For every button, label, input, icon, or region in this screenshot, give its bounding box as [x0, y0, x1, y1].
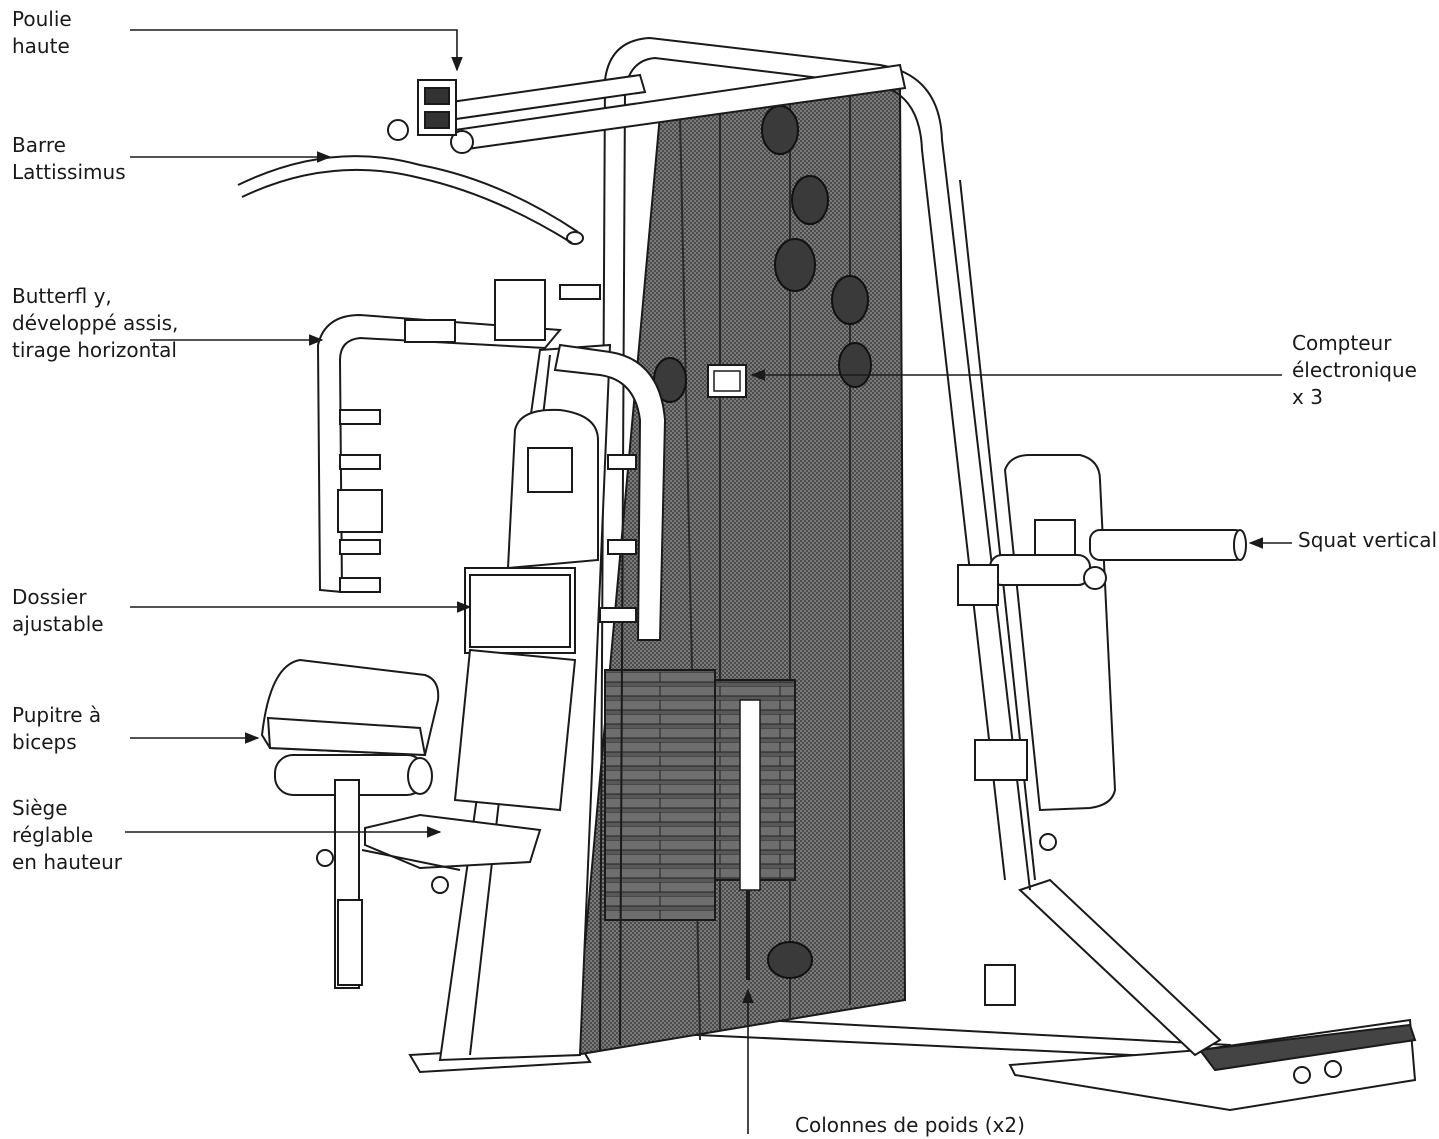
biceps-pad [260, 658, 440, 796]
electronic-counter [707, 364, 747, 398]
label-line: tirage horizontal [12, 338, 177, 362]
label-barre-lattissimus: Barre Lattissimus [12, 132, 126, 186]
lat-bar [237, 155, 584, 245]
high-pulley [387, 79, 457, 141]
top-crossbar [428, 63, 907, 154]
label-line: x 3 [1292, 385, 1323, 409]
label-colonnes-de-poids: Colonnes de poids (x2) [795, 1112, 1025, 1139]
label-poulie-haute: Poulie haute [12, 6, 72, 60]
label-pupitre-biceps: Pupitre à biceps [12, 702, 101, 756]
label-butterfly: Butterfl y, développé assis, tirage hori… [12, 283, 178, 364]
label-line: haute [12, 34, 70, 58]
label-line: Colonnes de poids (x2) [795, 1113, 1025, 1137]
weight-stack-columns [604, 669, 796, 980]
label-line: Lattissimus [12, 160, 126, 184]
label-line: Barre [12, 133, 66, 157]
label-line: ajustable [12, 612, 104, 636]
label-siege-reglable: Siège réglable en hauteur [12, 795, 122, 876]
label-squat-vertical: Squat vertical [1298, 527, 1437, 554]
label-line: Poulie [12, 7, 72, 31]
pulleys [653, 105, 872, 979]
label-line: Siège [12, 796, 68, 820]
label-line: développé assis, [12, 311, 179, 335]
label-line: Butterfl y, [12, 284, 112, 308]
butterfly-arms [316, 279, 667, 641]
label-line: électronique [1292, 358, 1417, 382]
label-line: en hauteur [12, 850, 122, 874]
seat [316, 779, 542, 989]
label-compteur-electronique: Compteur électronique x 3 [1292, 330, 1417, 411]
label-line: Dossier [12, 585, 87, 609]
leader-lines [125, 29, 1292, 1134]
label-line: Squat vertical [1298, 528, 1438, 552]
backrest-pads [453, 408, 599, 812]
label-line: biceps [12, 730, 77, 754]
label-line: Compteur [1292, 331, 1392, 355]
squat-pad [957, 454, 1247, 1006]
label-line: réglable [12, 823, 94, 847]
label-line: Pupitre à [12, 703, 102, 727]
label-dossier-ajustable: Dossier ajustable [12, 584, 104, 638]
